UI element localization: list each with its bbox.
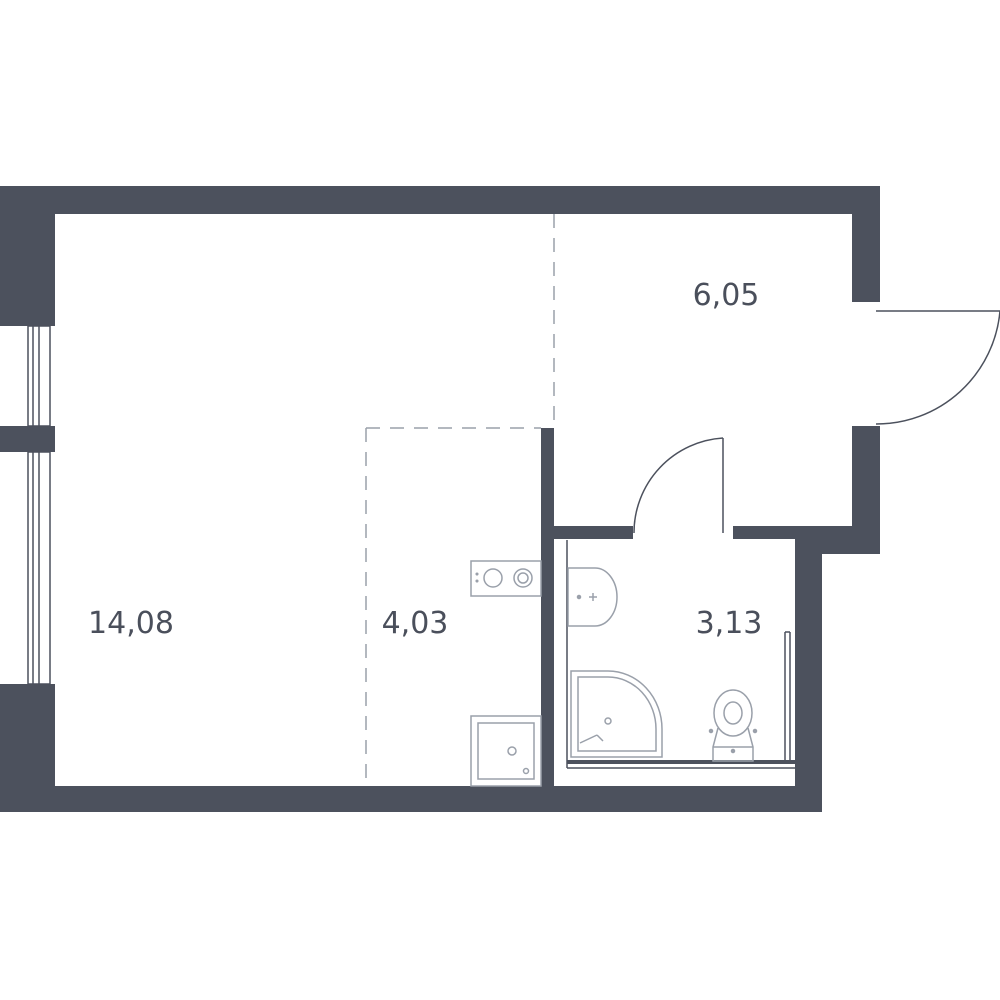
wall-top [0, 186, 880, 214]
wall-bath-top-right [733, 526, 798, 539]
wall-bath-left [541, 428, 554, 786]
wall-left-upper [0, 186, 55, 326]
wall-left-middle [0, 426, 55, 452]
window-lower [27, 451, 51, 685]
stove-burner-right [513, 568, 533, 588]
walls [0, 186, 880, 812]
bathroom-door [633, 437, 724, 534]
entrance-door [875, 310, 1000, 425]
wall-bath-right [795, 526, 822, 812]
bathroom-inner-line [566, 540, 795, 769]
wash-basin [567, 567, 618, 627]
living-room-area-label: 14,08 [88, 606, 174, 641]
shower-tray [570, 670, 663, 758]
bathroom-area-label: 3,13 [696, 606, 763, 641]
toilet [708, 689, 758, 762]
wall-bottom [0, 786, 822, 812]
stove [470, 560, 542, 597]
kitchen-sink [470, 715, 542, 787]
kitchen-area-label: 4,03 [382, 606, 449, 641]
bathroom-floor-line [567, 760, 795, 764]
stove-burner-left [483, 568, 503, 588]
hallway-area-label: 6,05 [693, 278, 760, 313]
wall-bath-top-left [541, 526, 633, 539]
window-upper [27, 325, 51, 427]
wall-right-upper [852, 186, 880, 302]
zone-dividers [365, 214, 555, 786]
